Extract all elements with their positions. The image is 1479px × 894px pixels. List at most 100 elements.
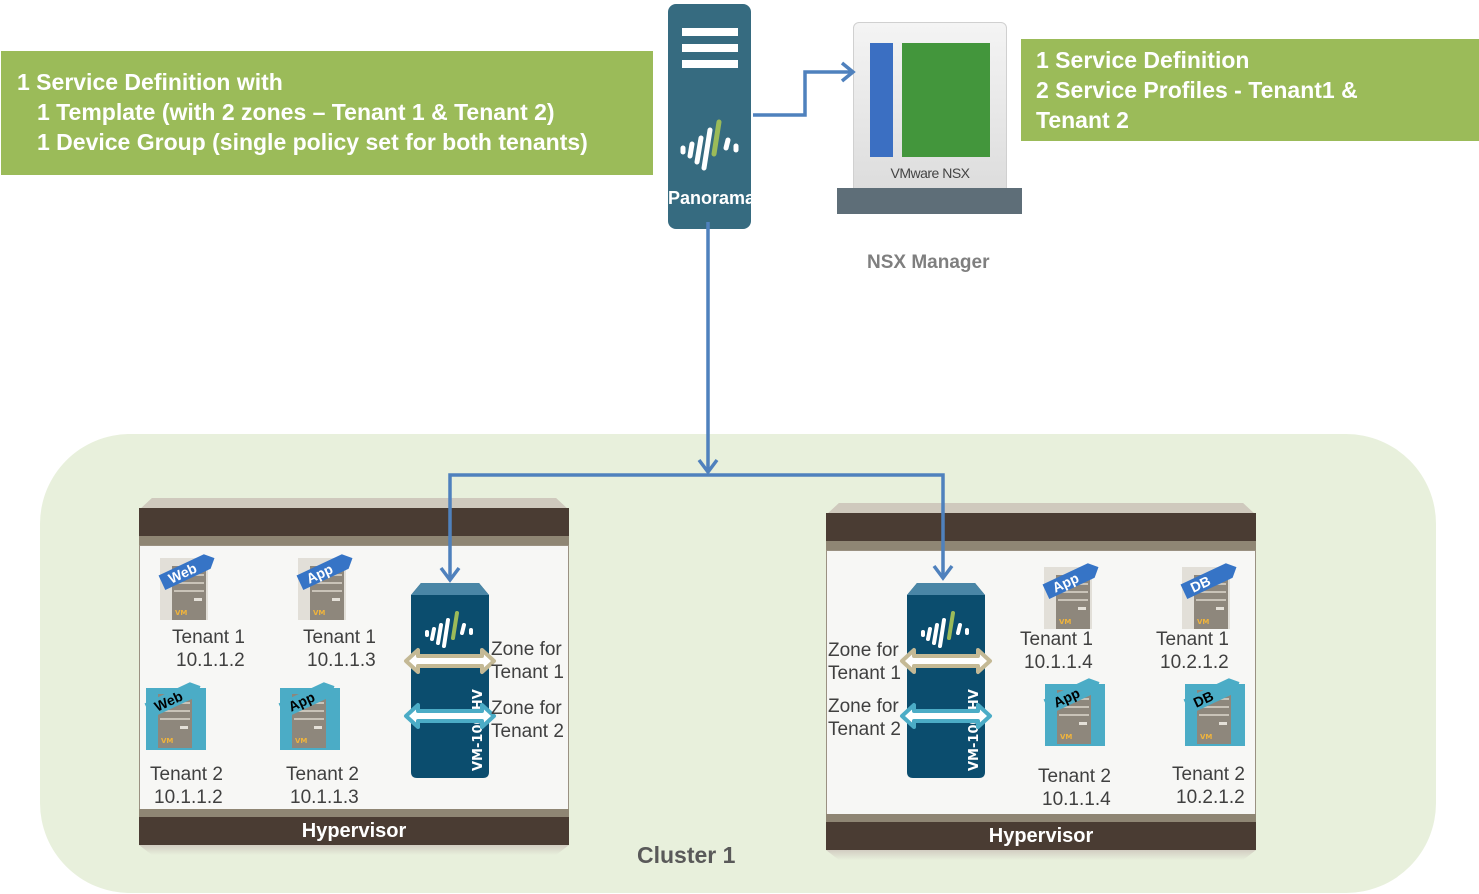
nsx-arrowhead bbox=[840, 61, 856, 83]
svg-text:VM: VM bbox=[295, 737, 307, 745]
nsx-monitor: VMware NSX bbox=[853, 22, 1007, 196]
vm-series-firewall[interactable]: VM-100-HV bbox=[907, 583, 985, 778]
nsx-manager[interactable]: VMware NSX bbox=[837, 18, 1022, 216]
vm-ip-address: 10.1.1.3 bbox=[290, 787, 359, 808]
host-bottom-base bbox=[139, 809, 569, 817]
host2-arrowhead bbox=[932, 564, 954, 581]
host-top-bevel bbox=[139, 498, 569, 510]
vm-tenant: Tenant 1 bbox=[303, 627, 376, 648]
cluster-bus-connector bbox=[448, 473, 945, 580]
vm-series-firewall[interactable]: VM-100-HV bbox=[411, 583, 489, 778]
host-top bbox=[826, 513, 1256, 541]
nsx-screen-label: VMware NSX bbox=[890, 165, 970, 181]
svg-text:VM: VM bbox=[1200, 733, 1212, 741]
palo-alto-logo-icon bbox=[680, 119, 739, 171]
nsx-blue-panel bbox=[870, 43, 893, 157]
note-line: 2 Service Profiles - Tenant1 & bbox=[1036, 77, 1358, 103]
vm-tenant: Tenant 2 bbox=[286, 764, 359, 785]
vm-ip-address: 10.2.1.2 bbox=[1160, 652, 1229, 673]
firewall-top-bevel bbox=[907, 583, 985, 595]
vm-tenant: Tenant 1 bbox=[1020, 629, 1093, 650]
vm-ip-address: 10.1.1.2 bbox=[154, 787, 223, 808]
service-definition-note: 1 Service Definition with 1 Template (wi… bbox=[1, 51, 653, 175]
zone-arrow-tenant2 bbox=[900, 703, 992, 729]
vm-ip-address: 10.1.1.3 bbox=[307, 650, 376, 671]
host-body bbox=[139, 545, 569, 810]
vm-server-icon[interactable]: VM DB bbox=[1178, 561, 1238, 631]
panorama-to-nsx-connector bbox=[753, 70, 852, 117]
note-line: 1 Device Group (single policy set for bo… bbox=[37, 129, 588, 155]
svg-text:DB: DB bbox=[1191, 688, 1216, 711]
hypervisor-host: Hypervisor bbox=[139, 498, 569, 863]
svg-text:DB: DB bbox=[1188, 573, 1213, 596]
nsx-manager-caption: NSX Manager bbox=[867, 252, 990, 273]
host-bottom-shadow bbox=[826, 850, 1256, 860]
vm-tenant: Tenant 2 bbox=[1038, 766, 1111, 787]
svg-text:VM: VM bbox=[175, 609, 187, 617]
nsx-base bbox=[837, 188, 1022, 214]
vm-tenant: Tenant 2 bbox=[150, 764, 223, 785]
zone-arrow-tenant2 bbox=[404, 703, 496, 729]
zone-arrow-tenant1 bbox=[900, 648, 992, 674]
zone-label-tenant2: Zone for Tenant 2 bbox=[828, 696, 901, 740]
panorama-appliance[interactable]: Panorama bbox=[668, 4, 756, 229]
firewall-model-label: VM-100-HV bbox=[471, 689, 486, 771]
hypervisor-label: Hypervisor bbox=[139, 817, 569, 845]
vm-ip-address: 10.1.1.4 bbox=[1042, 789, 1111, 810]
svg-text:VM: VM bbox=[161, 737, 173, 745]
note-line: 1 Service Definition bbox=[1036, 47, 1250, 73]
note-line: 1 Service Definition with bbox=[17, 69, 283, 95]
vm-ip-address: 10.1.1.2 bbox=[176, 650, 245, 671]
hypervisor-label: Hypervisor bbox=[826, 822, 1256, 850]
service-profiles-note: 1 Service Definition 2 Service Profiles … bbox=[1021, 39, 1479, 141]
host1-arrowhead bbox=[439, 566, 461, 583]
svg-text:VM: VM bbox=[313, 609, 325, 617]
nsx-green-panel bbox=[902, 43, 990, 157]
host-top-base bbox=[139, 536, 569, 546]
svg-text:VM: VM bbox=[1197, 618, 1209, 626]
palo-alto-logo-icon bbox=[425, 618, 473, 648]
vm-tag: DB bbox=[1183, 678, 1240, 714]
vm-tag: DB bbox=[1180, 563, 1237, 599]
firewall-top-bevel bbox=[411, 583, 489, 595]
note-line: Tenant 2 bbox=[1036, 107, 1129, 133]
host-top-base bbox=[826, 541, 1256, 551]
vm-tenant: Tenant 2 bbox=[1172, 764, 1245, 785]
vm-tenant: Tenant 1 bbox=[1156, 629, 1229, 650]
firewall-model-label: VM-100-HV bbox=[967, 689, 982, 771]
host-top-bevel bbox=[826, 503, 1256, 515]
host-top bbox=[139, 508, 569, 536]
vm-tenant: Tenant 1 bbox=[172, 627, 245, 648]
cluster-label: Cluster 1 bbox=[637, 842, 736, 868]
note-line: 1 Template (with 2 zones – Tenant 1 & Te… bbox=[37, 99, 555, 125]
server-bars-icon bbox=[682, 28, 738, 68]
vm-ip-address: 10.1.1.4 bbox=[1024, 652, 1093, 673]
svg-text:VM: VM bbox=[1059, 618, 1071, 626]
host-bottom-base bbox=[826, 814, 1256, 822]
zone-label-tenant2: Zone for Tenant 2 bbox=[491, 698, 564, 742]
host-bottom-shadow bbox=[139, 845, 569, 855]
panorama-label: Panorama bbox=[668, 188, 756, 208]
palo-alto-logo-icon bbox=[921, 618, 969, 648]
cluster-arrowhead bbox=[697, 458, 719, 475]
vm-server-icon[interactable]: VM DB bbox=[1181, 676, 1245, 746]
vm-ip-address: 10.2.1.2 bbox=[1176, 787, 1245, 808]
zone-arrow-tenant1 bbox=[404, 648, 496, 674]
zone-label-tenant1: Zone for Tenant 1 bbox=[828, 640, 901, 684]
zone-label-tenant1: Zone for Tenant 1 bbox=[491, 639, 564, 683]
